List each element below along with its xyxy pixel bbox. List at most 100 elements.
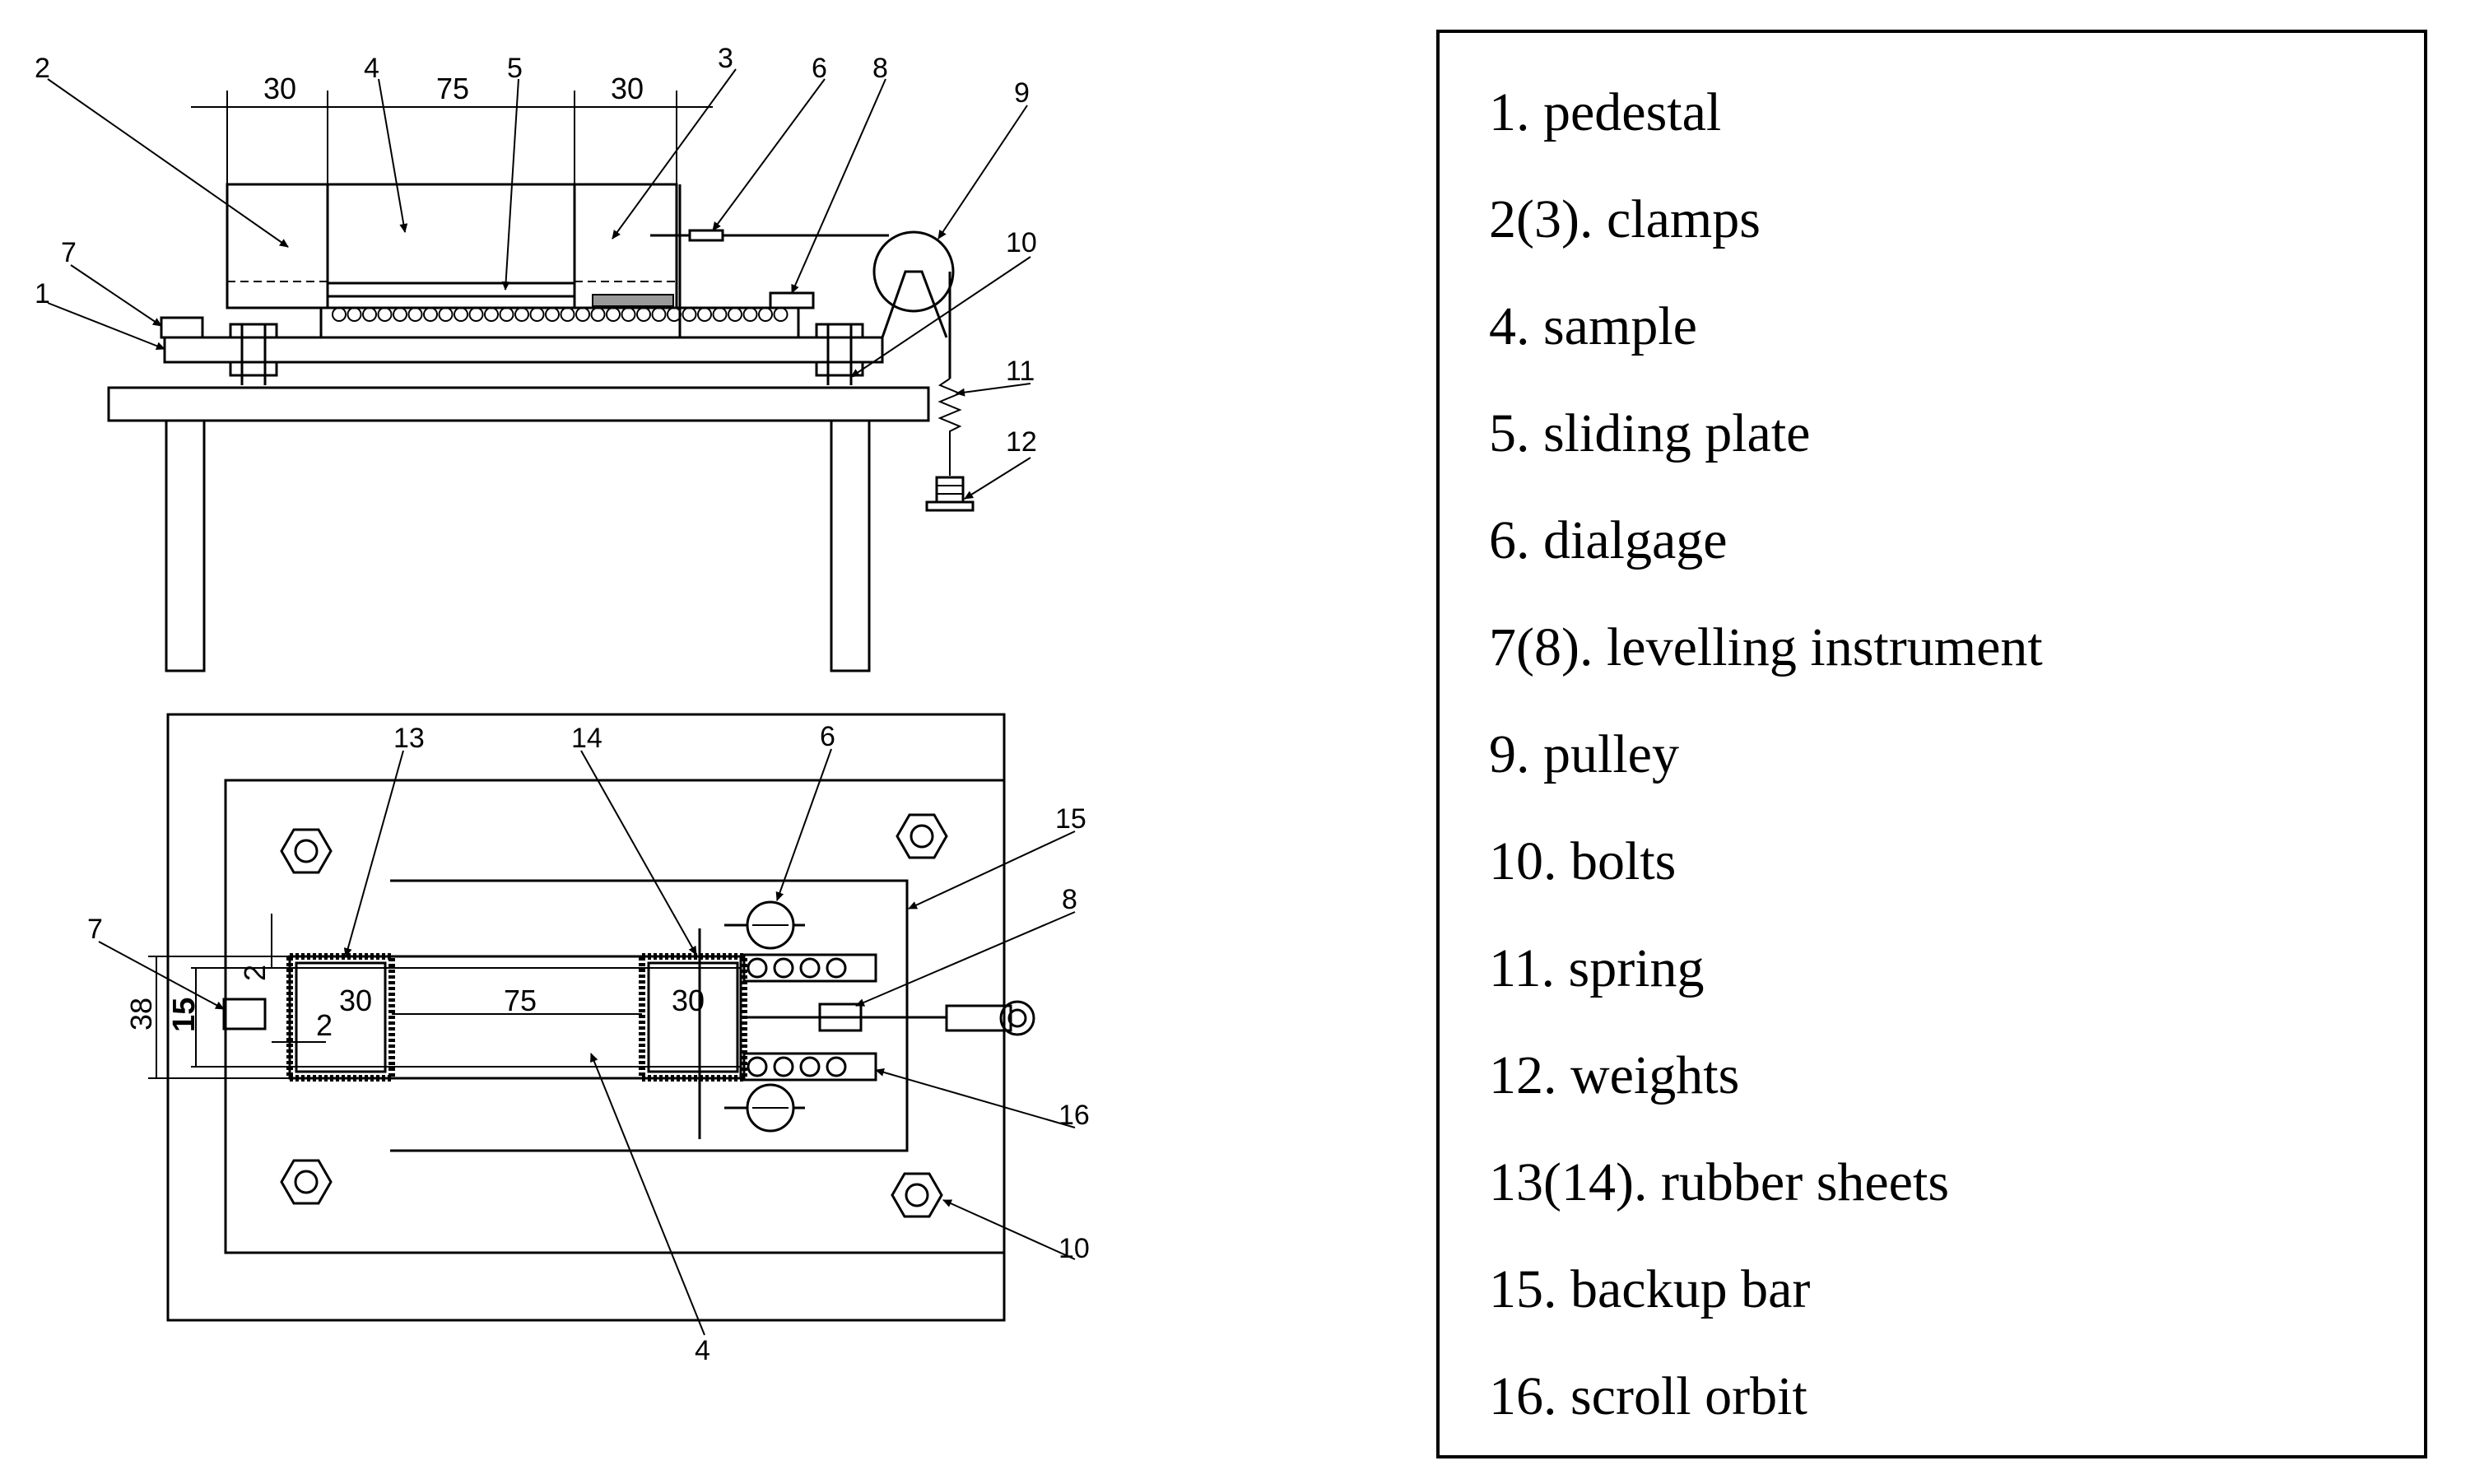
dim-30-left: 30 <box>263 72 296 105</box>
top-dim-30-right: 30 <box>672 984 705 1017</box>
table-leg-right <box>830 419 871 672</box>
legend-item-sliding-plate: 5. sliding plate <box>1489 403 1811 463</box>
clamp-2 <box>226 183 329 309</box>
callout-4-top: 4 <box>695 1335 710 1366</box>
pulley-top <box>945 1004 1012 1032</box>
callout-3: 3 <box>718 43 733 74</box>
roller <box>529 307 545 322</box>
roller <box>682 307 697 322</box>
roller <box>332 307 347 322</box>
rubber-sheet-13 <box>286 953 395 1082</box>
weights-12 <box>925 476 975 512</box>
roller <box>514 307 529 322</box>
rubber-sheet-14 <box>639 953 747 1082</box>
bolt-hex-tl <box>280 828 333 874</box>
table-top <box>107 386 930 422</box>
legend-item-sample: 4. sample <box>1489 296 1697 356</box>
callout-1: 1 <box>35 278 50 309</box>
sliding-plate-5 <box>326 295 576 309</box>
roller <box>438 307 454 322</box>
orbit-roller <box>799 957 821 979</box>
callout-11: 11 <box>1006 356 1035 387</box>
sample-4 <box>326 183 576 285</box>
callout-14: 14 <box>571 723 602 754</box>
callout-16: 16 <box>1058 1100 1090 1131</box>
dim-75: 75 <box>436 72 469 105</box>
top-dim-38: 38 <box>124 998 158 1030</box>
top-dimensions: 30 75 30 38 15 2 2 <box>124 914 705 1079</box>
legend-item-pulley: 9. pulley <box>1489 724 1679 784</box>
roller <box>575 307 590 322</box>
top-view: 30 75 30 38 15 2 2 13 14 6 15 7 8 <box>87 713 1090 1366</box>
orbit-roller <box>826 957 847 979</box>
legend-item-pedestal: 1. pedestal <box>1489 82 1722 142</box>
legend-item-backup-bar: 15. backup bar <box>1489 1259 1811 1319</box>
roller <box>545 307 560 322</box>
legend-item-rubber-sheets: 13(14). rubber sheets <box>1489 1152 1950 1212</box>
levelling-instrument-8 <box>769 291 815 309</box>
callout-9: 9 <box>1014 77 1030 109</box>
orbit-roller <box>773 1056 794 1077</box>
callout-7: 7 <box>61 237 77 268</box>
roller <box>621 307 636 322</box>
top-leaders <box>98 748 1076 1336</box>
roller <box>468 307 484 322</box>
roller <box>773 307 789 322</box>
top-dim-75: 75 <box>504 984 537 1017</box>
side-view: 30 75 30 1 2 3 4 5 6 7 8 <box>35 43 1037 672</box>
legend-item-weights: 12. weights <box>1489 1045 1740 1105</box>
callout-5: 5 <box>507 53 523 84</box>
roller <box>728 307 742 322</box>
roller <box>606 307 621 322</box>
orbit-roller <box>826 1056 847 1077</box>
legend-item-levelling-instrument: 7(8). levelling instrument <box>1489 617 2043 677</box>
levelling-instrument-7 <box>160 316 204 339</box>
callout-4: 4 <box>364 53 379 84</box>
orbit-roller <box>747 1056 768 1077</box>
rollers <box>332 307 789 322</box>
callout-8-top: 8 <box>1062 884 1077 915</box>
top-dim-2-horiz: 2 <box>316 1008 333 1042</box>
scroll-orbit-upper <box>742 953 877 983</box>
callout-2: 2 <box>35 53 50 84</box>
backup-bar-15 <box>390 879 909 1152</box>
roller <box>347 307 362 322</box>
callout-8: 8 <box>872 53 888 84</box>
orbit-roller <box>747 957 768 979</box>
bolt-hex-bl <box>280 1159 333 1205</box>
legend-item-bolts: 10. bolts <box>1489 831 1677 891</box>
side-leaders <box>47 68 1031 500</box>
legend-item-dialgage: 6. dialgage <box>1489 510 1728 570</box>
callout-13: 13 <box>393 723 425 754</box>
callout-7-top: 7 <box>87 914 103 945</box>
roller <box>423 307 438 322</box>
callout-6: 6 <box>812 53 827 84</box>
orbit-roller <box>799 1056 821 1077</box>
dialgage-top-upper <box>724 900 805 950</box>
top-dim-15: 15 <box>167 998 202 1032</box>
roller <box>454 307 468 322</box>
callout-12: 12 <box>1006 426 1037 458</box>
roller <box>758 307 773 322</box>
table-leg-left <box>165 419 206 672</box>
dialgage-top-lower <box>724 1083 805 1133</box>
callout-6-top: 6 <box>820 721 835 752</box>
orbit-rollers <box>747 957 847 1077</box>
sample-top <box>288 955 742 1080</box>
roller <box>742 307 758 322</box>
roller <box>560 307 575 322</box>
levelling-instrument-7-top <box>222 998 267 1030</box>
side-dimensions: 30 75 30 <box>191 72 713 184</box>
apparatus-drawing: 30 75 30 1 2 3 4 5 6 7 8 <box>35 43 1090 1366</box>
spring-11 <box>937 378 962 476</box>
top-dim-2-vert: 2 <box>238 965 272 981</box>
bolt-hex-tr <box>896 813 948 859</box>
roller <box>407 307 423 322</box>
dialgage-side <box>650 229 889 242</box>
dim-30-right: 30 <box>611 72 644 105</box>
bolt-right <box>815 323 864 385</box>
roller <box>697 307 712 322</box>
roller <box>636 307 651 322</box>
roller <box>499 307 514 322</box>
legend-box: 1. pedestal 2(3). clamps 4. sample 5. sl… <box>1436 30 2427 1458</box>
